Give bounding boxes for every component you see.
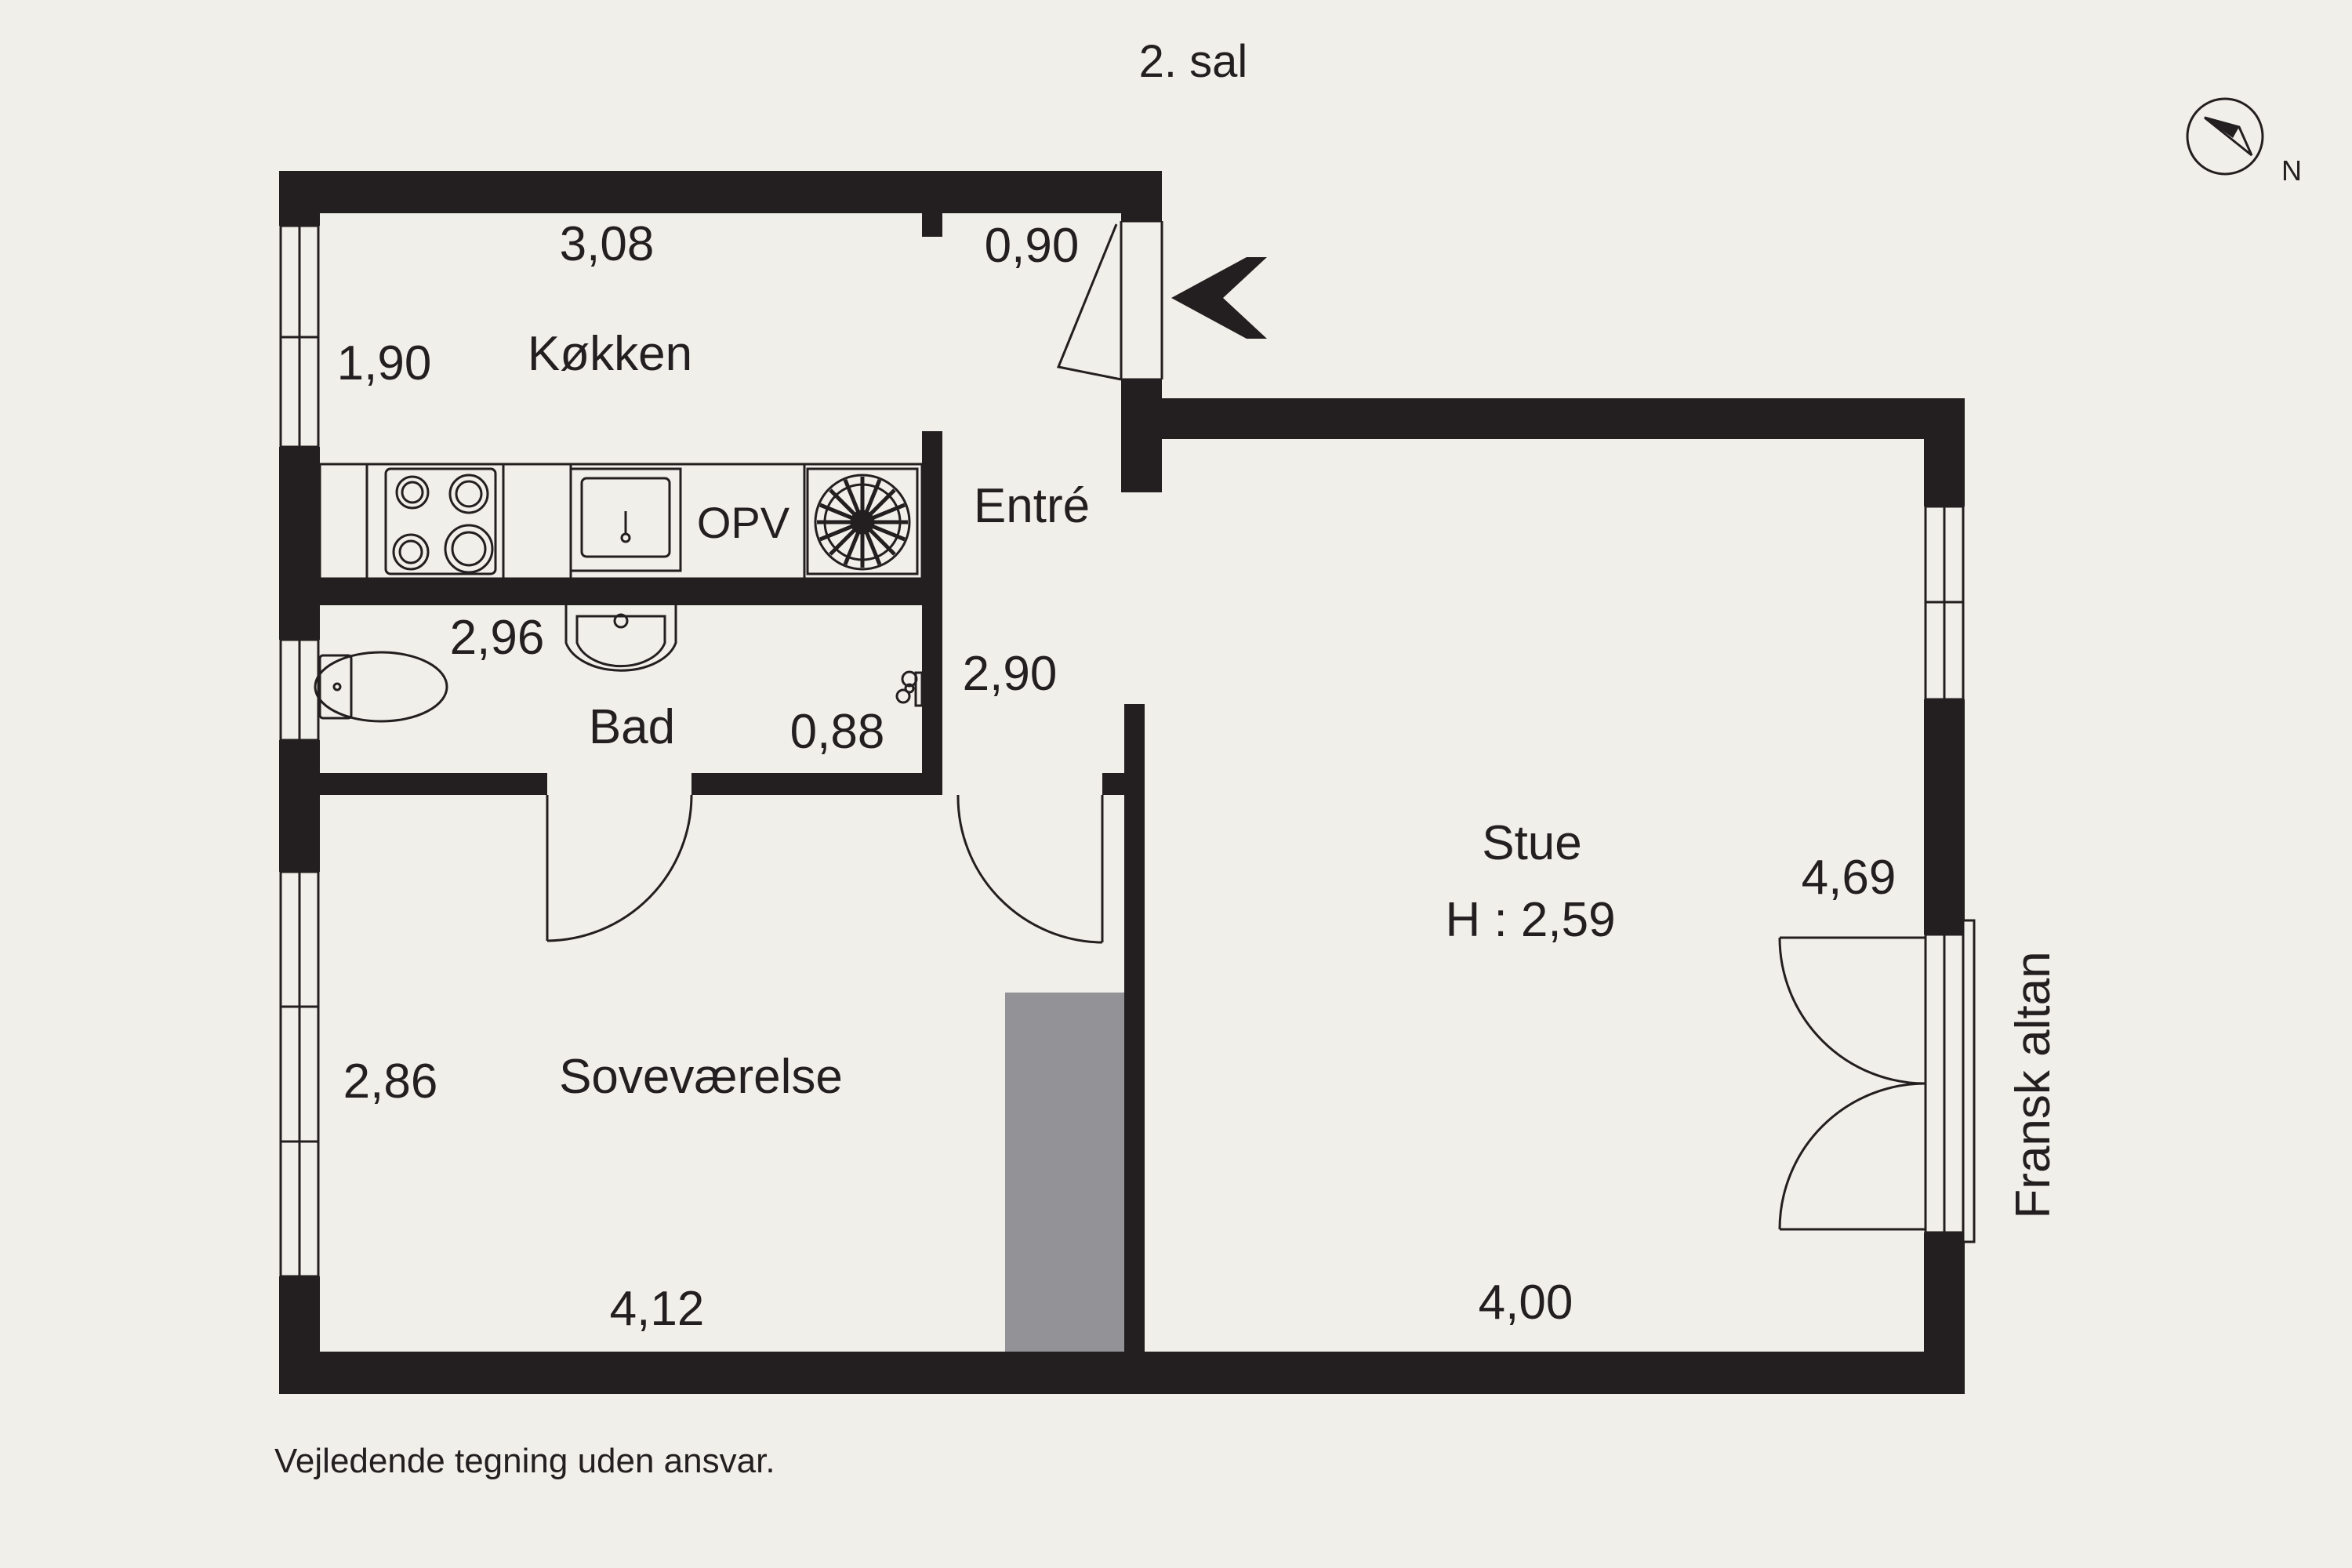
kitchen-width-label: 3,08 bbox=[560, 217, 655, 271]
living-room-name-label: Stue bbox=[1482, 816, 1582, 870]
entrance-width-label: 0,90 bbox=[985, 219, 1080, 273]
toilet-icon bbox=[314, 651, 448, 723]
windows bbox=[279, 224, 1976, 1278]
balcony-label: Fransk altan bbox=[2006, 951, 2060, 1218]
window-kitchen bbox=[279, 224, 320, 448]
bathroom-width-label: 2,96 bbox=[450, 611, 545, 665]
doors bbox=[546, 220, 1926, 1231]
door-entrance bbox=[1056, 220, 1163, 381]
wall-left-bath bbox=[279, 740, 320, 872]
bathroom-fixtures bbox=[314, 605, 924, 723]
ventilation-icon bbox=[806, 467, 919, 575]
living-room-width-label: 4,00 bbox=[1479, 1276, 1573, 1330]
wall-entrance-stue bbox=[1124, 704, 1145, 1355]
wall-entrance-jamb bbox=[1121, 379, 1162, 492]
door-balcony bbox=[1778, 936, 1926, 1231]
floor-title: 2. sal bbox=[1139, 36, 1248, 87]
door-bedroom bbox=[956, 794, 1104, 944]
kitchen-sink-icon bbox=[569, 467, 682, 572]
wall-bath-bedroom-left bbox=[320, 773, 547, 795]
wall-kitchen-nub bbox=[922, 204, 942, 237]
bedroom-name-label: Soveværelse bbox=[559, 1050, 843, 1104]
wall-kitchen-bath bbox=[320, 579, 942, 605]
wall-stue-right-mid bbox=[1924, 699, 1965, 935]
bedroom-depth-label: 2,86 bbox=[343, 1054, 438, 1109]
wall-bath-bedroom-right bbox=[691, 773, 942, 795]
wall-entrance-right bbox=[1121, 171, 1162, 221]
closet bbox=[1005, 993, 1124, 1352]
wall-bottom bbox=[279, 1352, 1965, 1394]
kitchen-name-label: Køkken bbox=[528, 327, 692, 381]
bedroom-width-label: 4,12 bbox=[610, 1282, 705, 1336]
living-room-depth-label: 4,69 bbox=[1802, 851, 1896, 905]
walls bbox=[279, 171, 1965, 1394]
disclaimer-label: Vejledende tegning uden ansvar. bbox=[274, 1442, 775, 1480]
kitchen-depth-label: 1,90 bbox=[337, 336, 432, 390]
wall-top bbox=[279, 171, 1162, 213]
washbasin-icon bbox=[564, 605, 677, 672]
wall-stue-right-upper bbox=[1924, 398, 1965, 506]
wall-left-bottom bbox=[279, 1276, 320, 1394]
window-balcony-door bbox=[1924, 919, 1976, 1243]
entrance-depth-label: 2,90 bbox=[963, 647, 1058, 701]
wall-left-top bbox=[279, 171, 320, 226]
compass-north-label: N bbox=[2281, 154, 2302, 187]
entrance-arrow-icon bbox=[1171, 257, 1267, 339]
window-bedroom bbox=[279, 870, 320, 1278]
stove-icon bbox=[384, 467, 497, 575]
bathroom-name-label: Bad bbox=[589, 700, 675, 754]
window-stue bbox=[1924, 505, 1965, 701]
window-bath bbox=[279, 638, 320, 742]
wall-left-kitchen bbox=[279, 447, 320, 640]
faucet-icon bbox=[895, 670, 924, 707]
bathroom-depth-label: 0,88 bbox=[790, 705, 885, 759]
compass-icon bbox=[2186, 97, 2264, 176]
wall-stue-top bbox=[1162, 398, 1965, 439]
opv-label: OPV bbox=[697, 498, 790, 547]
entrance-name-label: Entré bbox=[974, 479, 1090, 533]
door-bathroom bbox=[546, 794, 693, 942]
kitchen-counter bbox=[318, 463, 924, 580]
living-room-height-label: H : 2,59 bbox=[1445, 893, 1615, 947]
